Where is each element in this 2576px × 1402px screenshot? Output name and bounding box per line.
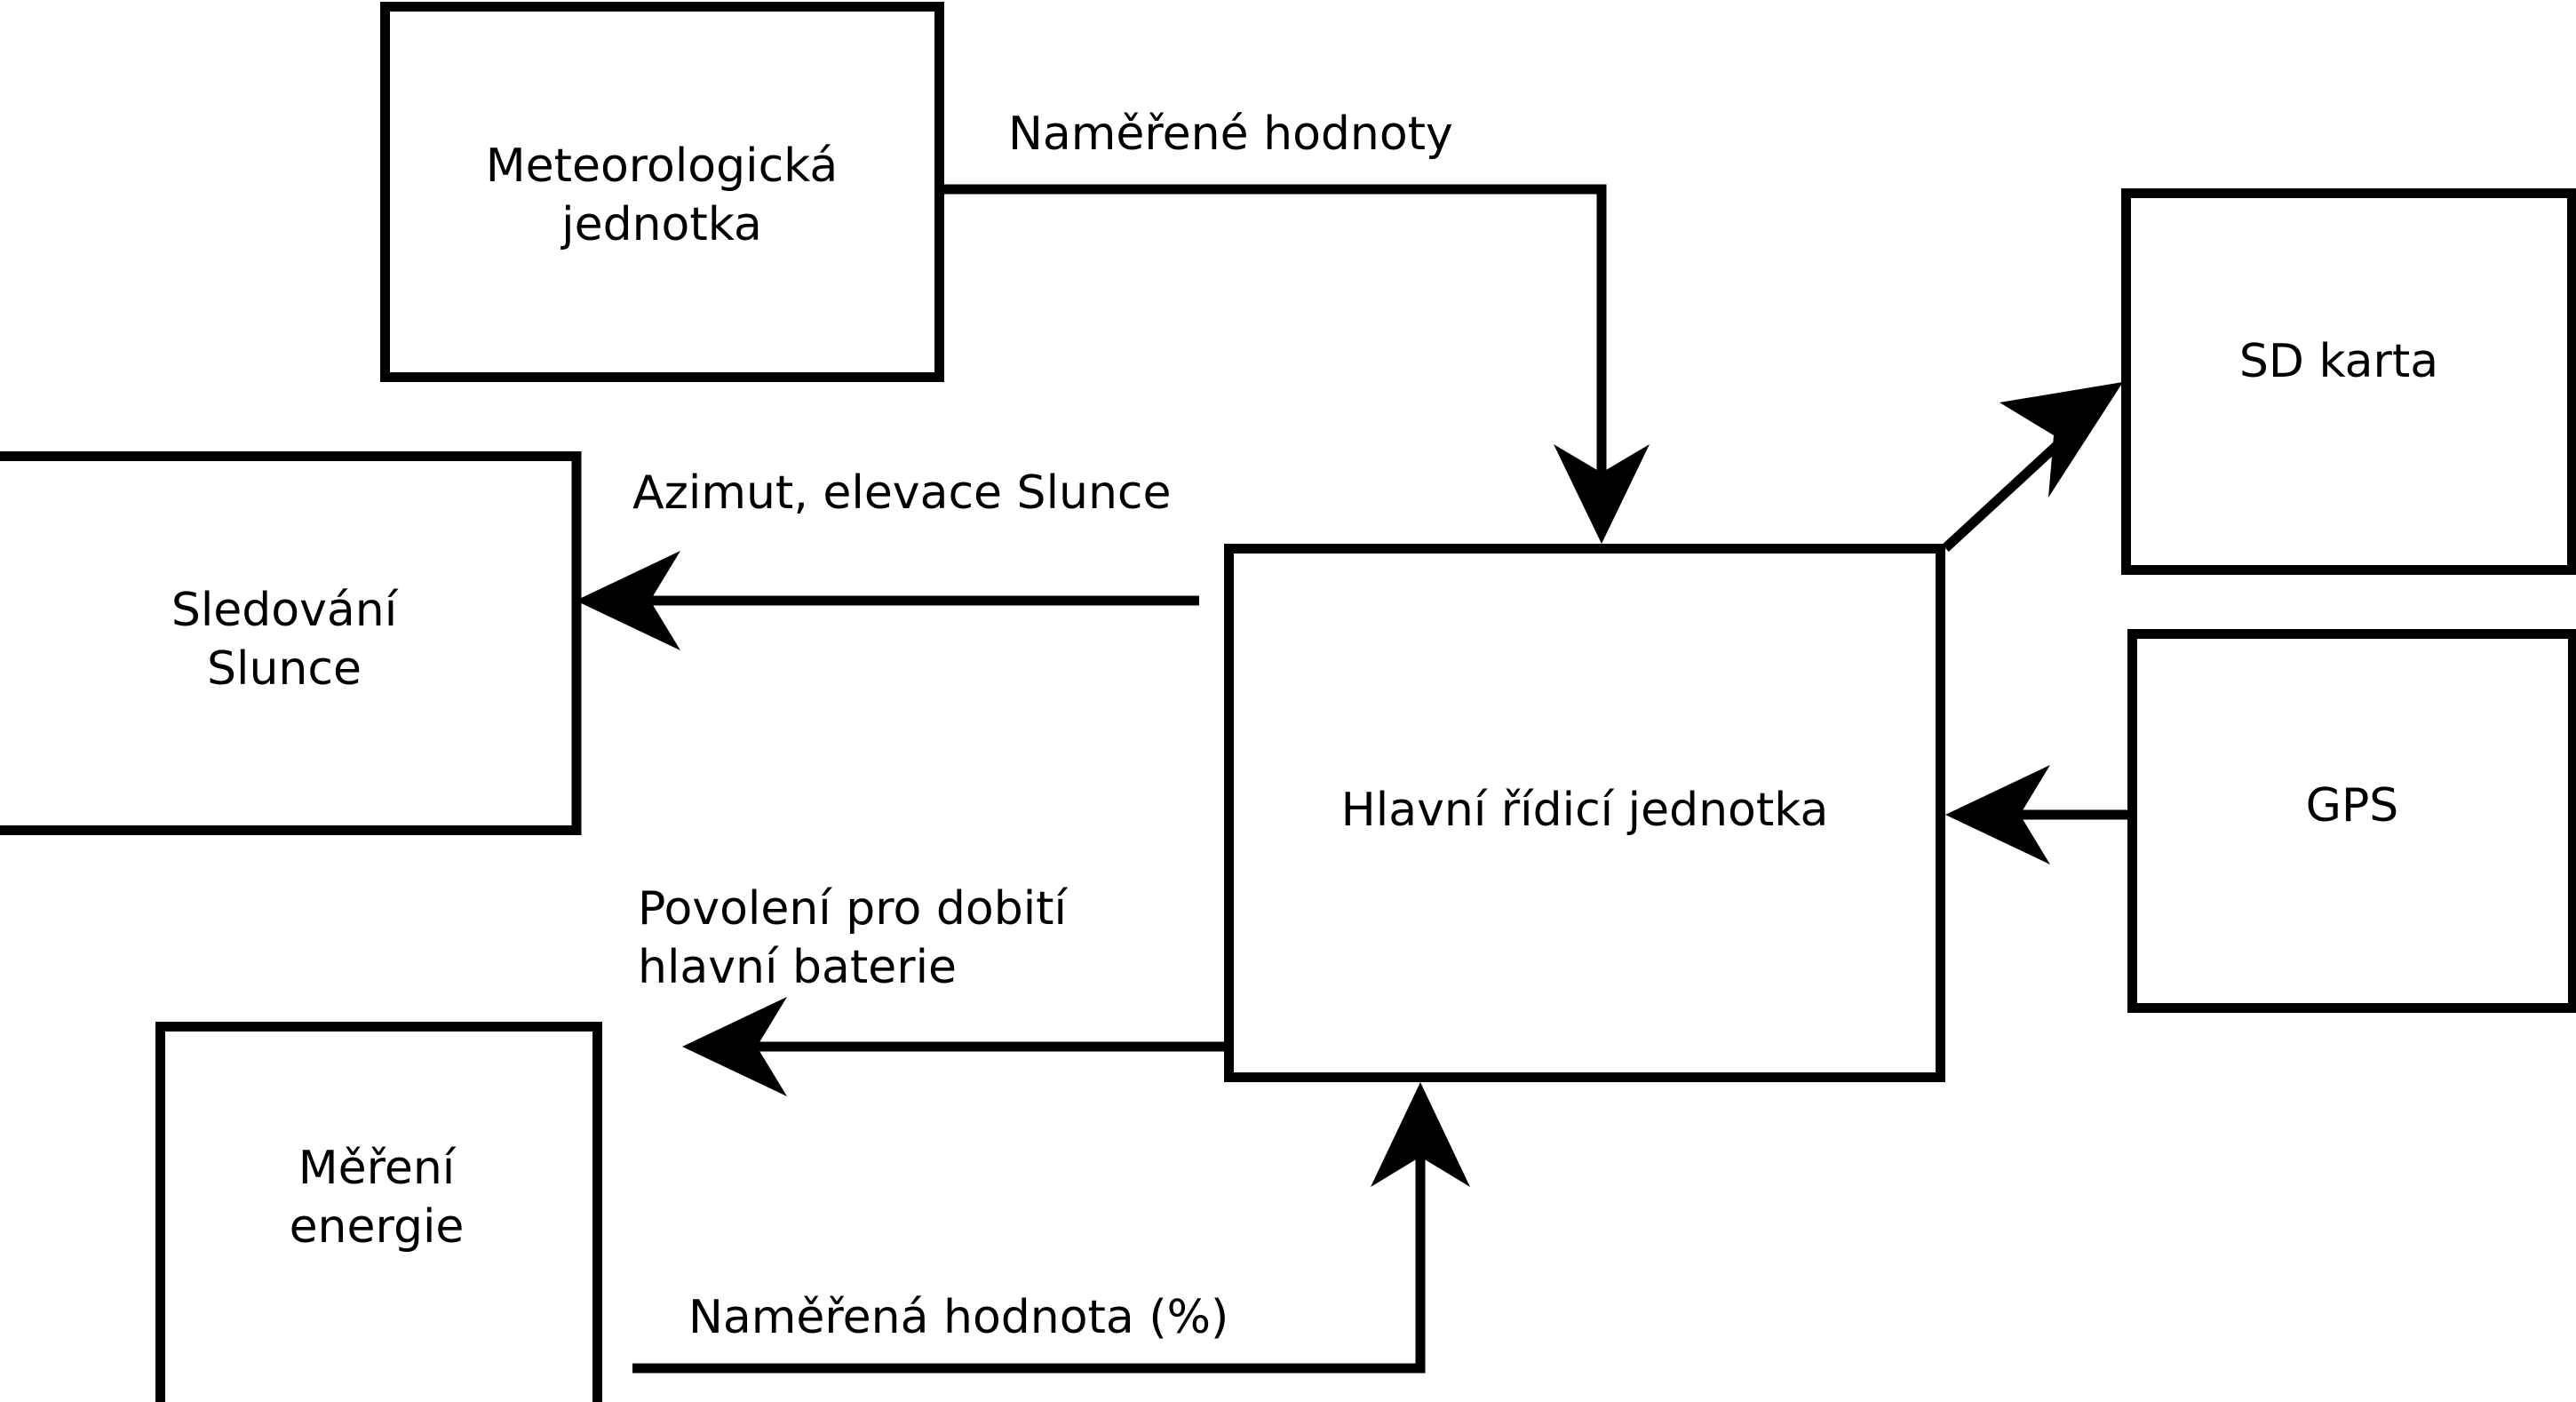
edge-label-battery-permission-line2: hlavní baterie xyxy=(638,941,957,994)
block-energy-label-line1: Měření xyxy=(298,1142,457,1195)
block-energy-label-line2: energie xyxy=(290,1200,465,1254)
edge-label-measured-percent: Naměřená hodnota (%) xyxy=(688,1291,1228,1344)
block-gps-rect[interactable] xyxy=(2127,629,2576,1013)
arrowhead-upright-into-sdcard xyxy=(2000,382,2123,498)
edge-meteo-to-main xyxy=(944,184,1650,544)
edge-main-to-energy xyxy=(682,997,1224,1096)
block-main-label: Hlavní řídicí jednotka xyxy=(1341,784,1829,837)
arrowhead-left-into-tracking xyxy=(576,551,680,650)
block-mereni-energie[interactable]: Měření energie xyxy=(155,1022,602,1402)
edge-main-to-sdcard xyxy=(1942,382,2123,553)
edge-label-azimuth-elevation: Azimut, elevace Slunce xyxy=(632,466,1172,520)
block-meteo-label-line2: jednotka xyxy=(561,198,762,251)
edge-energy-to-main xyxy=(632,1082,1470,1374)
block-gps[interactable]: GPS xyxy=(2127,629,2576,1013)
block-sdcard-rect[interactable] xyxy=(2121,188,2576,575)
block-meteorologicka-jednotka[interactable]: Meteorologická jednotka xyxy=(380,2,944,382)
arrowhead-up-into-main xyxy=(1371,1082,1470,1187)
arrowhead-left-into-main-from-gps xyxy=(1945,765,2050,864)
edge-main-to-tracking xyxy=(576,551,1199,650)
block-tracking-label-line1: Sledování xyxy=(171,584,399,637)
block-sd-karta[interactable]: SD karta xyxy=(2121,188,2576,575)
arrowhead-down-into-main xyxy=(1554,444,1650,544)
edge-meteo-to-main-line xyxy=(944,184,1607,514)
edge-energy-to-main-line xyxy=(632,1144,1426,1374)
block-hlavni-ridici-jednotka[interactable]: Hlavní řídicí jednotka xyxy=(1224,544,1945,1082)
block-energy-rect[interactable] xyxy=(155,1022,602,1402)
block-tracking-label-line2: Slunce xyxy=(207,642,362,696)
block-sledovani-slunce[interactable]: Sledování Slunce xyxy=(0,451,582,835)
edge-main-to-sdcard-line xyxy=(1942,429,2073,553)
block-meteo-rect[interactable] xyxy=(380,2,944,382)
block-gps-label: GPS xyxy=(2306,779,2399,832)
block-tracking-rect[interactable] xyxy=(0,451,582,835)
block-main-rect[interactable] xyxy=(1224,544,1945,1082)
block-meteo-label-line1: Meteorologická xyxy=(486,139,838,193)
edge-label-battery-permission-line1: Povolení pro dobití xyxy=(638,882,1069,936)
block-sdcard-label: SD karta xyxy=(2239,335,2438,388)
edge-gps-to-main xyxy=(1945,765,2127,864)
arrowhead-left-into-energy xyxy=(682,997,787,1096)
edge-label-measured-values: Naměřené hodnoty xyxy=(1008,108,1453,161)
